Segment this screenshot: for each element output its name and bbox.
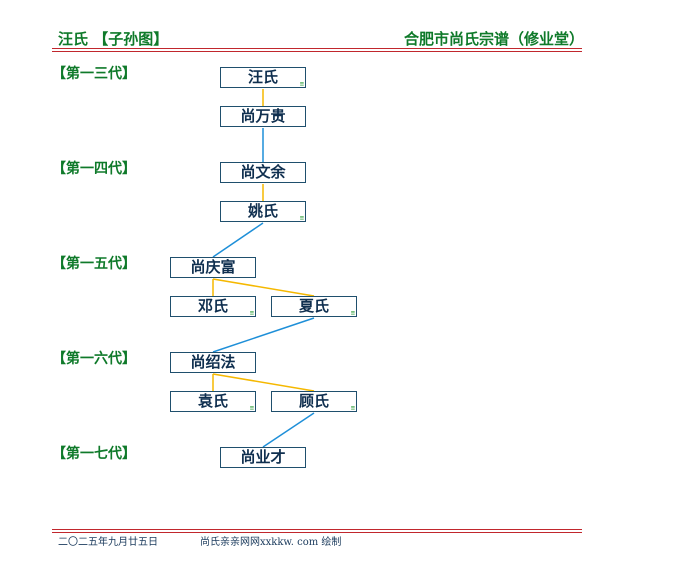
child-line-16-17: [262, 412, 315, 448]
child-line-14-15: [212, 222, 264, 258]
spouse-marker-icon: ≡: [350, 404, 355, 412]
spouse-line-shangshaofa-gu: [212, 373, 315, 392]
generation-label-14: 【第一四代】: [52, 161, 136, 177]
person-box-yaoshi[interactable]: 姚氏 ≡: [220, 201, 306, 222]
footer-date: 二〇二五年九月廿五日: [58, 537, 158, 548]
person-box-yuanshi[interactable]: 袁氏 ≡: [170, 391, 256, 412]
spouse-marker-icon: ≡: [350, 309, 355, 317]
footer-rule-top: [52, 529, 582, 530]
footer-rule-bottom: [52, 532, 582, 533]
person-box-shang-wangui[interactable]: 尚万贵: [220, 106, 306, 127]
person-name: 尚文余: [240, 163, 286, 181]
spouse-marker-icon: ≡: [299, 214, 304, 222]
child-line-15-16: [212, 317, 315, 353]
person-name: 尚万贵: [240, 107, 286, 125]
person-name: 夏氏: [298, 297, 329, 315]
person-box-gushi[interactable]: 顾氏 ≡: [271, 391, 357, 412]
genealogy-title: 合肥市尚氏宗谱（修业堂）: [403, 30, 584, 48]
footer-credit: 尚氏亲亲网网xxkkw. com 绘制: [200, 537, 342, 548]
person-name: 尚业才: [240, 448, 286, 466]
spouse-marker-icon: ≡: [299, 80, 304, 88]
spouse-line-shangqingfu-xia: [212, 278, 315, 297]
person-box-wangshi[interactable]: 汪氏 ≡: [220, 67, 306, 88]
person-name: 尚庆富: [190, 258, 236, 276]
generation-label-13: 【第一三代】: [52, 66, 136, 82]
person-name: 姚氏: [247, 202, 278, 220]
generation-label-15: 【第一五代】: [52, 256, 136, 272]
header-rule-top: [52, 48, 582, 49]
person-box-shang-shaofa[interactable]: 尚绍法: [170, 352, 256, 373]
person-box-xiashi[interactable]: 夏氏 ≡: [271, 296, 357, 317]
chart-title: 汪氏 【子孙图】: [58, 30, 169, 48]
generation-label-17: 【第一七代】: [52, 446, 136, 462]
person-box-dengshi[interactable]: 邓氏 ≡: [170, 296, 256, 317]
person-name: 尚绍法: [190, 353, 236, 371]
person-name: 袁氏: [197, 392, 228, 410]
person-name: 顾氏: [298, 392, 329, 410]
header-rule-bottom: [52, 51, 582, 52]
generation-label-16: 【第一六代】: [52, 351, 136, 367]
person-box-shang-yecai[interactable]: 尚业才: [220, 447, 306, 468]
person-box-shang-wenyu[interactable]: 尚文余: [220, 162, 306, 183]
person-box-shang-qingfu[interactable]: 尚庆富: [170, 257, 256, 278]
person-name: 汪氏: [247, 68, 278, 86]
spouse-marker-icon: ≡: [249, 309, 254, 317]
spouse-marker-icon: ≡: [249, 404, 254, 412]
person-name: 邓氏: [197, 297, 228, 315]
